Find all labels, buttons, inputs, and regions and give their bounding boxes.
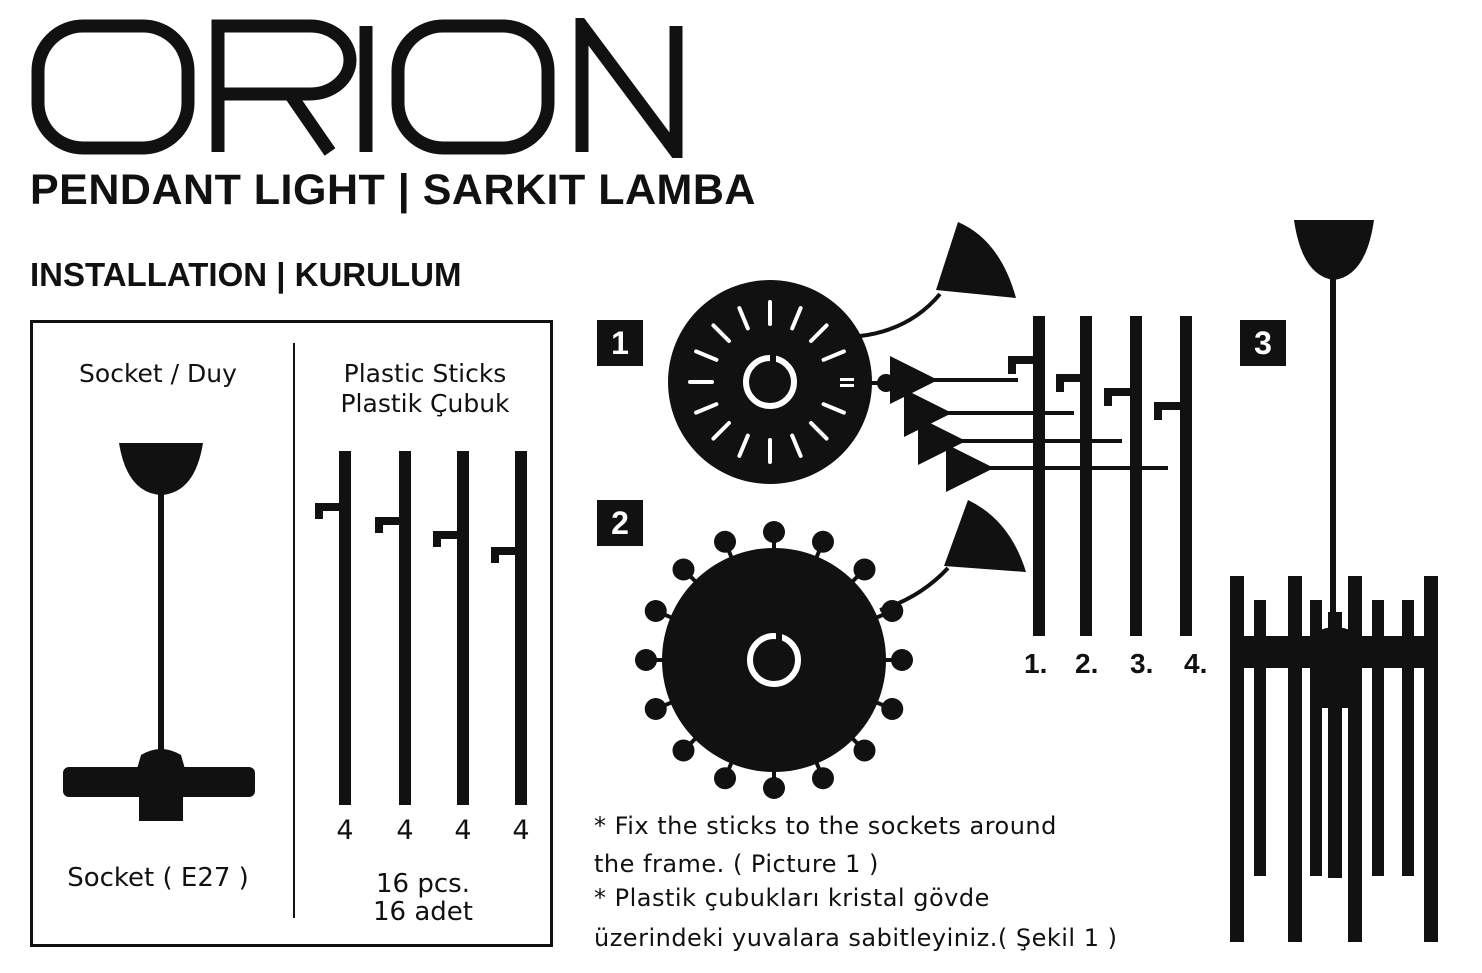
- sticks-title-tr: Plastik Çubuk: [340, 389, 510, 418]
- numbered-sticks: [1008, 316, 1192, 636]
- stick-icon-3: [433, 451, 469, 805]
- attached-stick-end: [853, 739, 876, 762]
- attached-stick-end: [672, 739, 695, 762]
- stick-icon-4: [491, 451, 527, 805]
- socket-slot: [821, 402, 846, 415]
- attached-stick-end: [714, 530, 737, 553]
- socket-slot: [821, 349, 846, 362]
- product-subtitle: PENDANT LIGHT | SARKIT LAMBA: [30, 166, 756, 214]
- assembled-pendant-icon: [1230, 220, 1438, 942]
- note-line-3: * Plastik çubukları kristal gövde: [594, 884, 990, 912]
- total-en: 16 pcs.: [376, 869, 470, 899]
- stick-label-2: 2.: [1075, 648, 1099, 679]
- socket-slot: [694, 402, 719, 415]
- stick-count-1: 4: [336, 815, 354, 846]
- stick-count-2: 4: [396, 815, 414, 846]
- attached-stick-end: [891, 649, 913, 671]
- orion-logo: [31, 18, 683, 158]
- socket-icon: [63, 443, 255, 821]
- stick-label-4: 4.: [1184, 648, 1208, 679]
- attached-stick-end: [763, 521, 785, 543]
- stick-count-3: 4: [454, 815, 472, 846]
- socket-title: Socket / Duy: [79, 359, 237, 388]
- socket-slot: [790, 306, 803, 331]
- stick-count-4: 4: [512, 815, 530, 846]
- stick-icon-2: [375, 451, 411, 805]
- note-line-4: üzerindeki yuvalara sabitleyiniz.( Şekil…: [594, 924, 1118, 952]
- parts-illustration: [63, 443, 527, 821]
- socket-slot: [737, 306, 750, 331]
- attached-stick-end: [672, 558, 695, 581]
- socket-slot: [737, 433, 750, 458]
- attached-stick-end: [763, 777, 785, 799]
- attached-stick-end: [881, 600, 904, 623]
- stick-label-1: 1.: [1024, 648, 1048, 679]
- section-heading: INSTALLATION | KURULUM: [30, 256, 462, 293]
- attached-stick-end: [644, 600, 667, 623]
- parts-box: Socket / Duy Plastic Sticks Plastik Çubu…: [30, 320, 553, 947]
- note-line-2: the frame. ( Picture 1 ): [594, 850, 879, 878]
- parts-divider: [293, 343, 295, 918]
- attached-stick-end: [811, 767, 834, 790]
- step-badge-3: 3: [1240, 320, 1286, 366]
- attached-stick-end: [853, 558, 876, 581]
- note-line-1: * Fix the sticks to the sockets around: [594, 812, 1057, 840]
- attached-stick-end: [644, 697, 667, 720]
- frame-with-sockets-icon: [668, 222, 1016, 484]
- socket-slot: [711, 323, 731, 343]
- step-badge-1: 1: [597, 320, 643, 366]
- socket-slot: [711, 421, 731, 441]
- frame-with-sticks-icon: [635, 500, 1026, 799]
- attached-stick-end: [881, 697, 904, 720]
- stick-icon-1: [315, 451, 351, 805]
- socket-slot: [694, 349, 719, 362]
- socket-slot: [809, 323, 829, 343]
- socket-slot: [809, 421, 829, 441]
- total-tr: 16 adet: [373, 897, 473, 927]
- socket-slot: [790, 433, 803, 458]
- socket-caption: Socket ( E27 ): [67, 863, 249, 893]
- attached-stick-end: [635, 649, 657, 671]
- attached-stick-end: [714, 767, 737, 790]
- attached-stick-end: [811, 530, 834, 553]
- stick-label-3: 3.: [1130, 648, 1154, 679]
- step-badge-2: 2: [597, 500, 643, 546]
- sticks-title-en: Plastic Sticks: [343, 359, 507, 388]
